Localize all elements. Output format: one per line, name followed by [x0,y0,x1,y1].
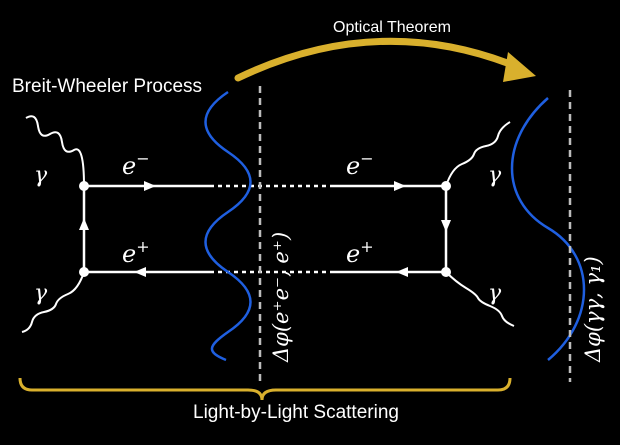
cut-label-right: Δφ(γγ, γ₁) [581,256,605,363]
electron-arrow-right [394,181,406,191]
optical-theorem-label: Optical Theorem [333,19,451,36]
positron-arrow-left [134,267,146,277]
photon-label-top-right: γ [488,163,502,188]
positron-arrow-right [396,267,408,277]
photon-line-bottom-left [21,271,85,333]
light-by-light-label: Light-by-Light Scattering [193,402,399,423]
electron-label-left: e− [122,149,150,180]
positron-label-left: e+ [122,237,150,268]
breit-wheeler-label: Breit-Wheeler Process [12,76,202,97]
cut-label-left: Δφ(e⁺e⁻, e⁺) [269,232,293,363]
vertex-bottom-left [79,267,89,277]
positron-label-right: e+ [346,237,374,268]
electron-label-right: e− [346,149,374,180]
wave-left [204,90,252,362]
right-vertical-arrow [441,220,451,232]
electron-arrow-left [144,181,156,191]
photon-label-bottom-right: γ [488,281,502,306]
vertex-top-left [79,181,89,191]
left-vertical-arrow [79,218,89,230]
vertex-top-right [441,181,451,191]
photon-label-top-left: γ [34,163,48,188]
wave-right [510,97,586,361]
optical-theorem-arrow [234,37,536,82]
photon-label-bottom-left: γ [34,281,48,306]
photon-line-top-left [25,115,85,187]
bottom-brace [18,377,512,401]
vertex-bottom-right [441,267,451,277]
photon-line-bottom-right [445,271,515,327]
photon-line-top-right [445,121,511,187]
